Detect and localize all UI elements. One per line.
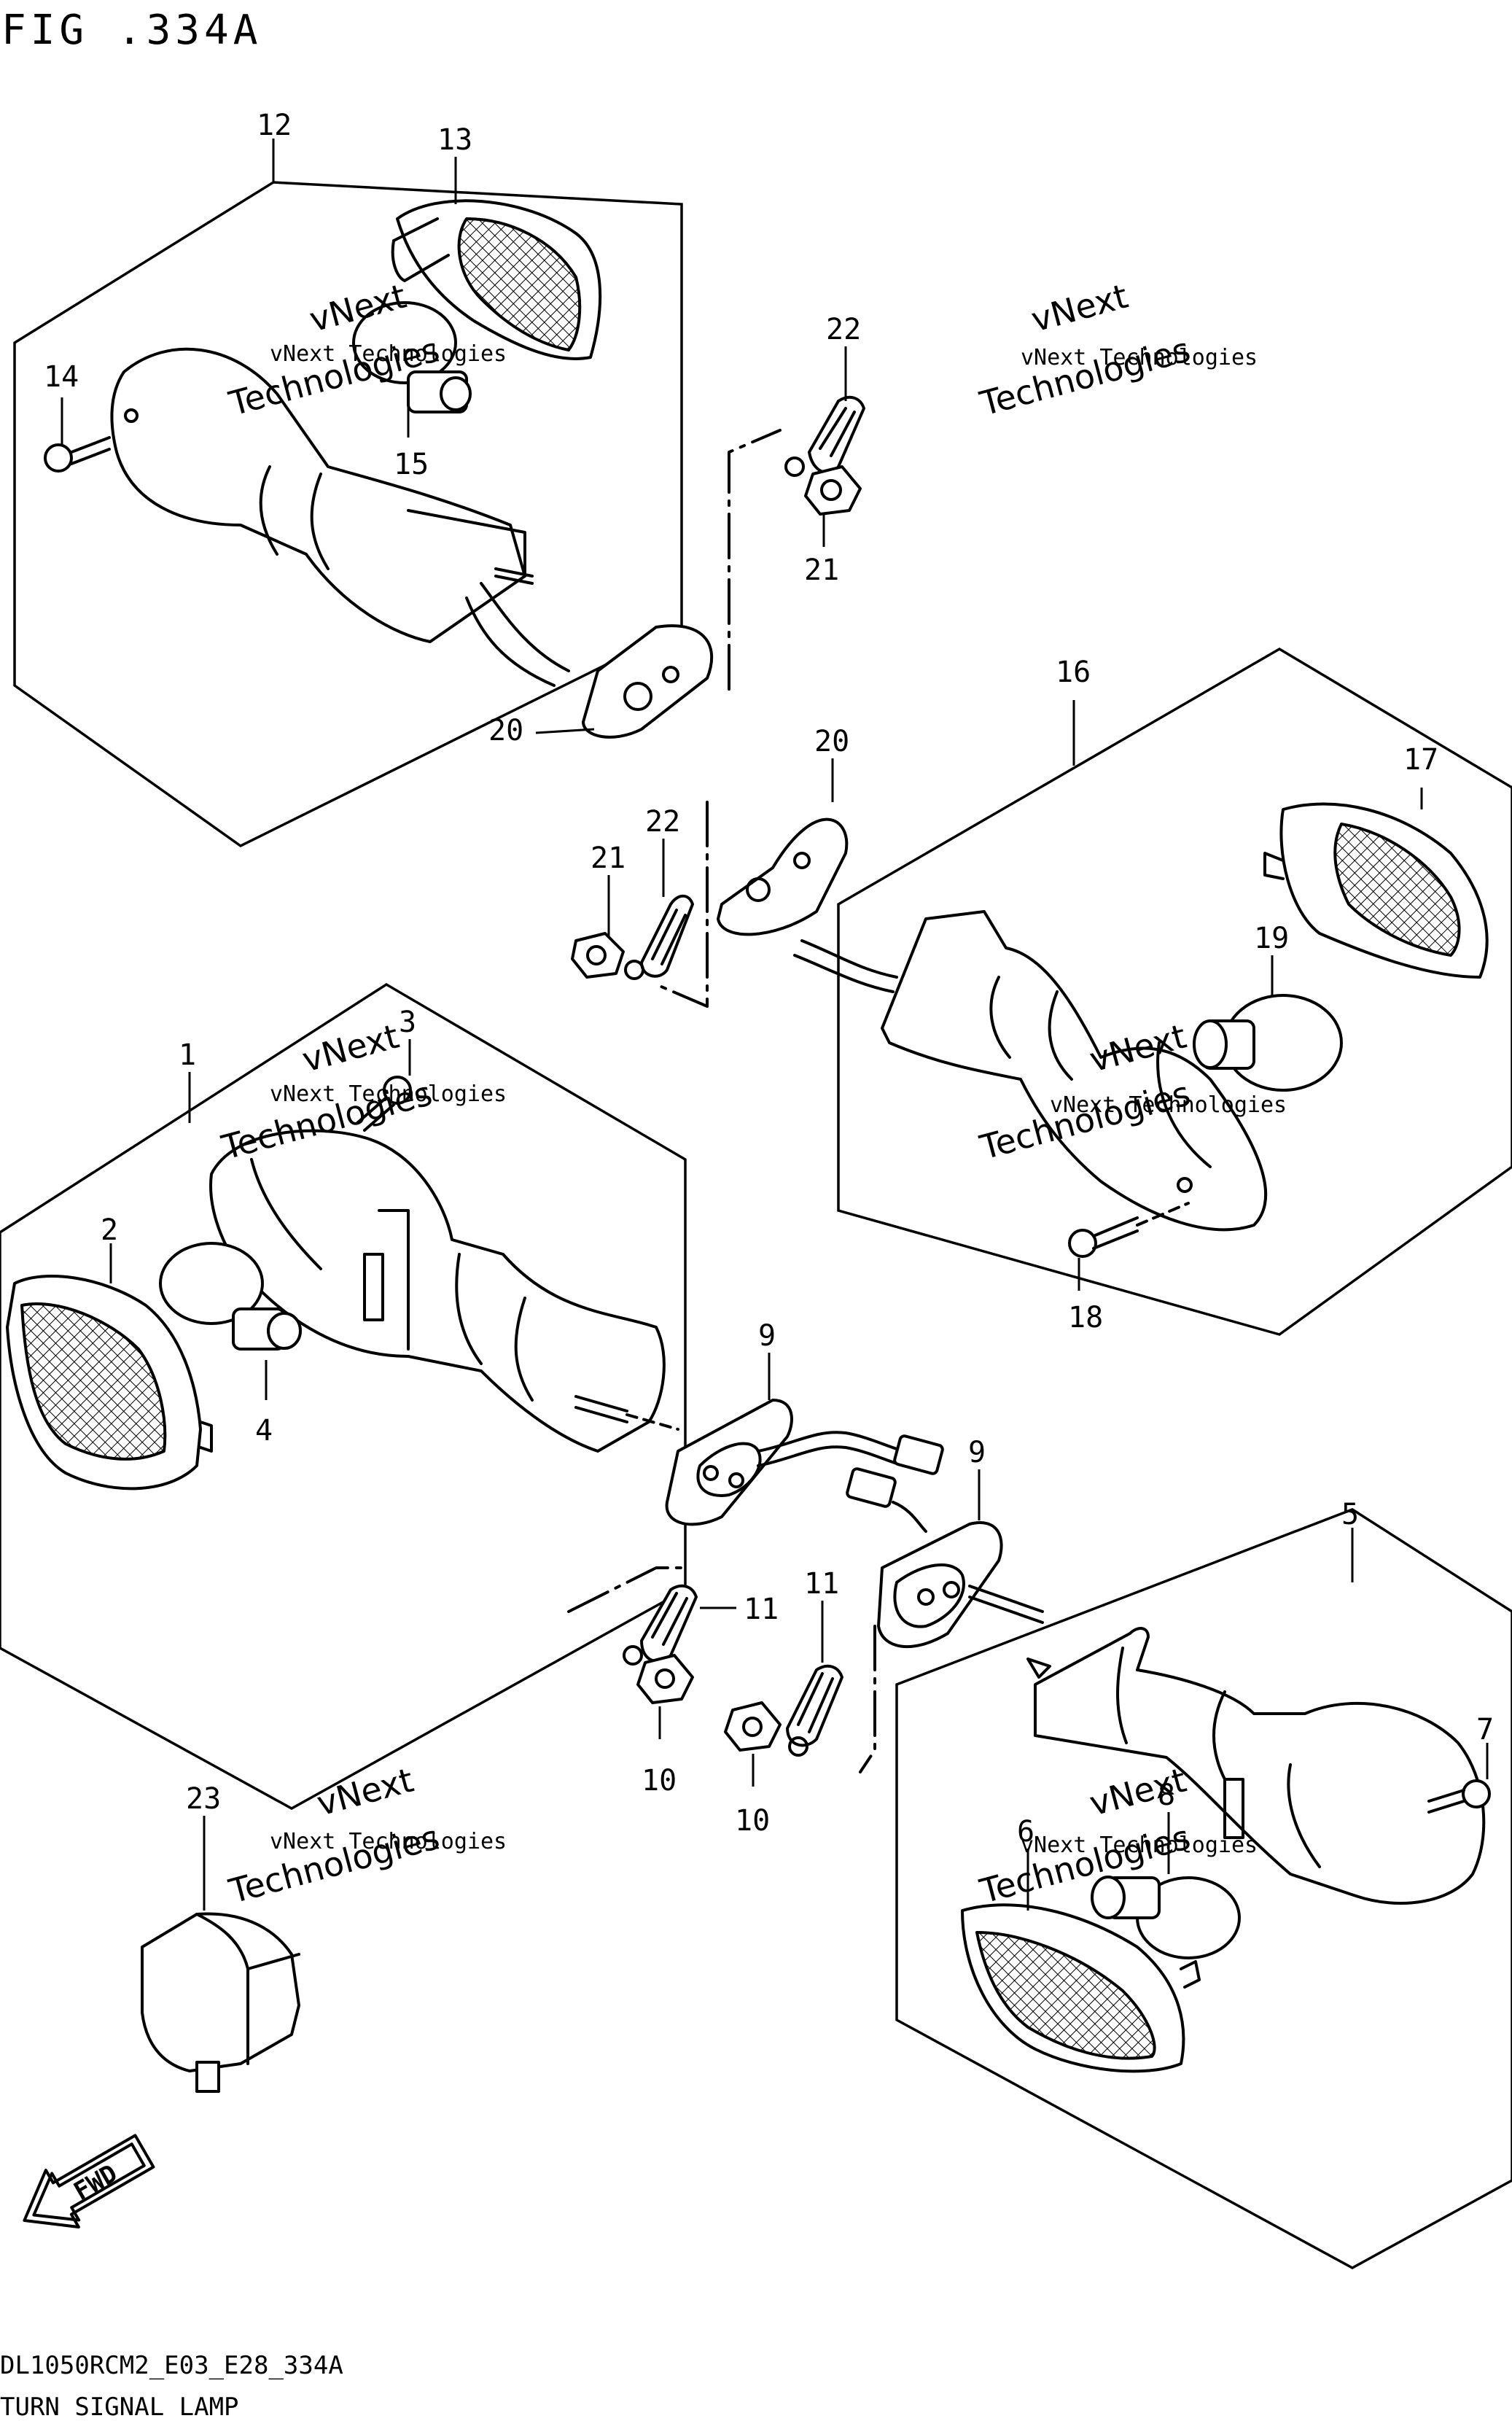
assembly-box-16 bbox=[837, 647, 1512, 1336]
screw-7 bbox=[1462, 1779, 1491, 1808]
assembly-1-group: 1 2 3 4 bbox=[0, 982, 687, 1810]
lamp-housing-5 bbox=[1034, 1627, 1486, 1905]
clip-22a bbox=[808, 395, 865, 475]
gasket-20b bbox=[717, 817, 849, 936]
watermark-text: vNext Technologies bbox=[270, 1081, 507, 1107]
fwd-arrow: FWD bbox=[23, 2134, 155, 2228]
nut-21b bbox=[571, 932, 625, 979]
watermark-text: vNext bbox=[1027, 276, 1132, 340]
callout-12: 12 bbox=[257, 109, 292, 142]
callout-21b: 21 bbox=[591, 842, 626, 875]
gasket-9b bbox=[877, 1521, 1003, 1649]
assembly-box-5 bbox=[895, 1508, 1512, 2269]
lamp-housing-1 bbox=[209, 1129, 666, 1453]
watermark-text: vNext Technologies bbox=[1021, 1833, 1258, 1858]
callout-13: 13 bbox=[437, 123, 472, 157]
assembly-12-group: 12 13 14 15 20 22 21 bbox=[13, 109, 865, 848]
watermark-text: vNext Technologies bbox=[270, 1829, 507, 1854]
callout-3: 3 bbox=[399, 1006, 416, 1039]
nut-10b bbox=[724, 1701, 782, 1752]
callout-19: 19 bbox=[1254, 922, 1289, 955]
callout-9b: 9 bbox=[968, 1436, 986, 1469]
gasket-9a bbox=[665, 1399, 793, 1526]
callout-10b: 10 bbox=[735, 1804, 770, 1838]
watermark-text: vNext bbox=[313, 1760, 418, 1824]
callout-22b: 22 bbox=[645, 805, 680, 839]
relay-23-group: 23 bbox=[141, 1782, 300, 2093]
watermark-text: vNext Technologies bbox=[270, 341, 507, 367]
watermark-text: vNext bbox=[1086, 1760, 1190, 1824]
callout-9a: 9 bbox=[758, 1319, 776, 1353]
callout-15: 15 bbox=[394, 448, 429, 481]
callout-16: 16 bbox=[1056, 656, 1091, 689]
callout-23: 23 bbox=[186, 1782, 221, 1816]
callout-20b: 20 bbox=[814, 725, 849, 758]
callout-21a: 21 bbox=[804, 553, 839, 587]
watermark-text: vNext bbox=[298, 1017, 403, 1080]
relay-23 bbox=[141, 1912, 300, 2072]
nut-21a bbox=[804, 465, 862, 516]
watermark-text: Technologies bbox=[975, 330, 1194, 424]
gasket-20a bbox=[582, 624, 714, 739]
callout-11a: 11 bbox=[744, 1593, 779, 1626]
callout-4: 4 bbox=[255, 1414, 273, 1447]
model-code: DL1050RCM2_E03_E28_334A bbox=[0, 2351, 343, 2380]
connector-group: 9 9 10 10 11 11 bbox=[567, 1319, 1044, 1838]
callout-7: 7 bbox=[1476, 1713, 1494, 1746]
watermark-text: vNext Technologies bbox=[1050, 1092, 1287, 1118]
screw-14 bbox=[44, 443, 73, 473]
callout-6: 6 bbox=[1017, 1815, 1034, 1849]
callout-11b: 11 bbox=[804, 1567, 839, 1601]
callout-20a: 20 bbox=[488, 714, 523, 747]
clip-11a bbox=[640, 1584, 698, 1663]
callout-14: 14 bbox=[44, 360, 79, 394]
callout-5: 5 bbox=[1341, 1498, 1359, 1531]
clip-22b bbox=[640, 894, 694, 978]
figure-caption: TURN SIGNAL LAMP bbox=[0, 2393, 239, 2421]
callout-22a: 22 bbox=[826, 313, 861, 346]
callout-1: 1 bbox=[179, 1038, 196, 1072]
nut-10a bbox=[636, 1654, 694, 1704]
callout-10a: 10 bbox=[642, 1764, 677, 1798]
bulb-15 bbox=[352, 301, 457, 384]
callout-2: 2 bbox=[101, 1213, 118, 1247]
callout-18: 18 bbox=[1068, 1301, 1103, 1334]
bulb-4 bbox=[159, 1242, 264, 1325]
figure-title: FIG .334A bbox=[1, 7, 262, 54]
assembly-5-group: 5 6 7 8 bbox=[895, 1498, 1512, 2269]
lamp-housing-12 bbox=[110, 347, 526, 643]
watermark-text: vNext Technologies bbox=[1021, 345, 1258, 370]
callout-8: 8 bbox=[1158, 1779, 1175, 1812]
lamp-housing-16 bbox=[881, 910, 1267, 1232]
screw-3 bbox=[383, 1076, 412, 1105]
screw-18 bbox=[1068, 1229, 1097, 1258]
callout-17: 17 bbox=[1403, 743, 1438, 777]
assembly-16-group: 16 17 18 19 20 22 21 bbox=[571, 647, 1512, 1336]
